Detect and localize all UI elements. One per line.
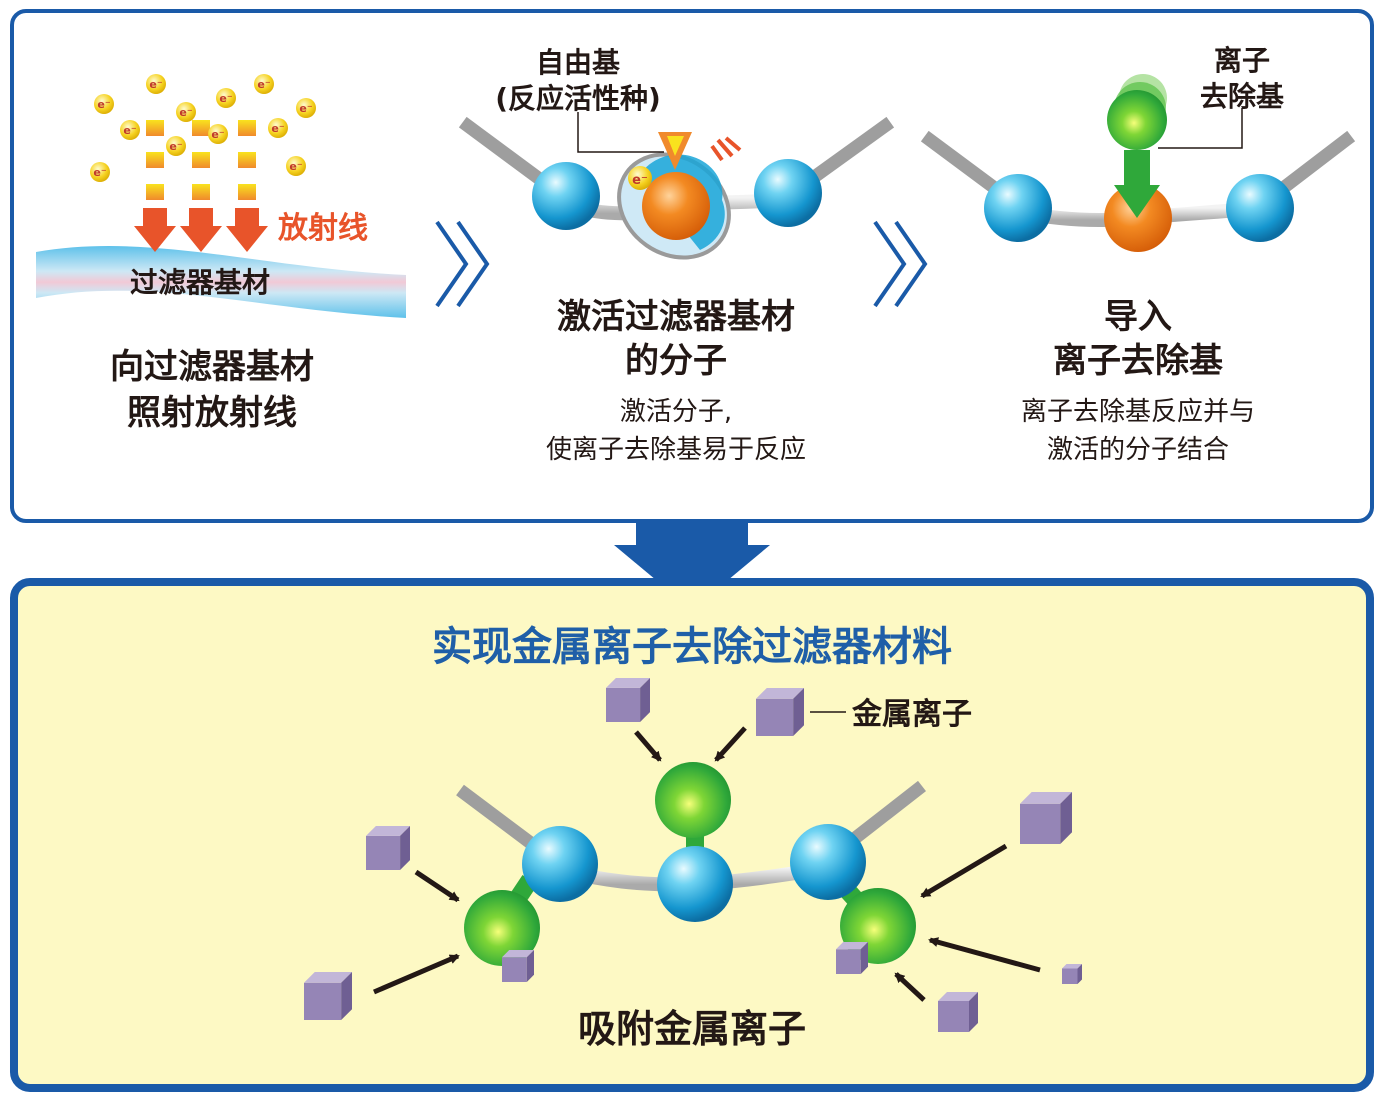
electron-symbol: e⁻ (271, 122, 284, 135)
electron-icon (166, 136, 186, 156)
step1-title-line1: 向过滤器基材 (110, 347, 314, 387)
ion-group-label-line1: 离子 (1214, 44, 1270, 77)
metal-ion-cube-icon (366, 826, 410, 870)
radical-label-line1: 自由基 (536, 46, 620, 79)
electron-icon (146, 74, 166, 94)
electron-icon (94, 94, 114, 114)
step2-title-line1: 激活过滤器基材 (557, 297, 795, 337)
electron-icon (90, 162, 110, 182)
electron-icon (254, 74, 274, 94)
big-down-arrow-icon (614, 522, 770, 610)
electron-symbol: e⁻ (179, 106, 192, 119)
electron-icon (286, 156, 306, 176)
cyan-atom (522, 826, 598, 902)
ion-group-label-line2: 去除基 (1200, 80, 1284, 113)
step2-desc-line1: 激活分子, (620, 397, 732, 427)
electron-symbol: e⁻ (123, 124, 136, 137)
green-ion-group (655, 762, 731, 838)
chevron-right-icon (435, 220, 490, 308)
electron-symbol: e⁻ (299, 102, 312, 115)
electron-symbol: e⁻ (93, 166, 106, 179)
step3-title-line2: 离子去除基 (1053, 341, 1223, 381)
metal-ion-label: 金属离子 (851, 697, 972, 732)
adsorption-caption: 吸附金属离子 (578, 1007, 806, 1051)
radiation-arrow-icon (180, 208, 222, 252)
chevron-right-icon (873, 220, 928, 308)
metal-ion-cube-icon (304, 972, 352, 1020)
step3-title-line1: 导入 (1104, 297, 1172, 337)
electron-icon (628, 166, 652, 190)
electron-icon (208, 124, 228, 144)
electron-symbol: e⁻ (289, 160, 302, 173)
electron-icon (120, 120, 140, 140)
cyan-atom (1226, 174, 1294, 242)
electron-symbol: e⁻ (219, 92, 232, 105)
radiation-label: 放射线 (277, 211, 368, 246)
electron-symbol: e⁻ (211, 128, 224, 141)
step2-activation: e⁻ 自由基 (反应活性种) 激活过滤器基材 的分子 激活分子, 使离子去除基易… (458, 46, 895, 465)
radiation-arrows (134, 208, 268, 252)
electron-icon (176, 102, 196, 122)
electron-symbol: e⁻ (149, 78, 162, 91)
step2-title-line2: 的分子 (625, 341, 727, 381)
substrate-label: 过滤器基材 (130, 266, 270, 299)
cyan-atom (754, 159, 822, 227)
orange-atom (1104, 184, 1172, 252)
step3-graft: 离子 去除基 导入 离子去除基 离子去除基反应并与 激活的分子结合 (920, 44, 1356, 465)
electron-icon (268, 118, 288, 138)
step3-desc-line1: 离子去除基反应并与 (1021, 397, 1255, 427)
cyan-atom (657, 846, 733, 922)
radical-label-line2: (反应活性种) (495, 82, 661, 115)
metal-ion-cube-icon (938, 992, 978, 1032)
metal-ion-cubes (304, 678, 1082, 1032)
metal-ion-cube-icon (836, 942, 868, 974)
radiation-beams (146, 120, 256, 200)
step1-title-line2: 照射放射线 (127, 393, 297, 433)
electron-symbol: e⁻ (257, 78, 270, 91)
filter-substrate-band (36, 246, 406, 318)
radiation-arrow-icon (226, 208, 268, 252)
metal-ion-cube-icon (756, 688, 804, 736)
bottom-panel: 实现金属离子去除过滤器材料 金属离子 吸附金属离子 (304, 624, 1082, 1051)
step1-irradiation: e⁻ e⁻ e⁻ e⁻ e⁻ e⁻ e⁻ e⁻ e⁻ e⁻ e⁻ e⁻ 放射线 过滤器基材 向过滤器基… (36, 74, 406, 433)
top-panel-frame (10, 9, 1374, 523)
metal-ion-cube-icon (1062, 964, 1082, 984)
step3-desc-line2: 激活的分子结合 (1047, 435, 1229, 465)
cyan-atom (790, 824, 866, 900)
green-ion-group (1107, 90, 1167, 150)
cyan-atom (532, 162, 600, 230)
green-ion-group (464, 890, 540, 966)
electron-symbol: e⁻ (97, 98, 110, 111)
orange-atom (642, 172, 710, 240)
svg-text:e⁻: e⁻ (632, 173, 648, 188)
cyan-atom (984, 174, 1052, 242)
down-arrow-icon (1114, 150, 1160, 218)
result-headline: 实现金属离子去除过滤器材料 (432, 624, 952, 670)
electron-icon (296, 98, 316, 118)
adsorption-arrows (373, 726, 1041, 1002)
electrons: e⁻ e⁻ e⁻ e⁻ e⁻ e⁻ e⁻ e⁻ e⁻ e⁻ e⁻ e⁻ (90, 74, 316, 182)
electron-icon (216, 88, 236, 108)
metal-ion-cube-icon (606, 678, 650, 722)
metal-ion-cube-icon (502, 950, 534, 982)
metal-ion-cube-icon (1020, 792, 1072, 844)
step2-desc-line2: 使离子去除基易于反应 (546, 435, 806, 465)
radiation-arrow-icon (134, 208, 176, 252)
spark-lines-icon (710, 136, 742, 162)
electron-symbol: e⁻ (169, 140, 182, 153)
